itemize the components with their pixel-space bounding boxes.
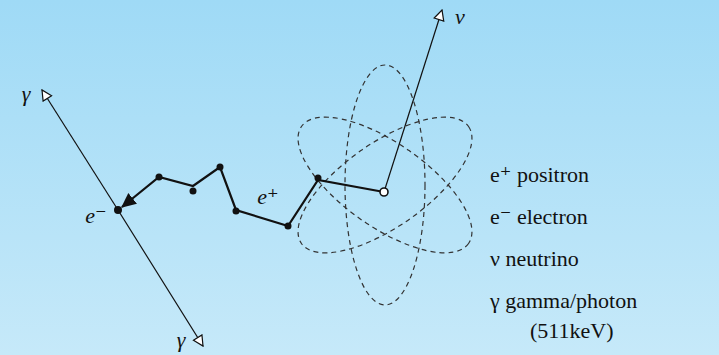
gamma-ray bbox=[118, 210, 203, 346]
gamma-ray bbox=[42, 90, 118, 210]
legend-entry: γ gamma/photon (511keV) bbox=[490, 286, 705, 346]
atom-orbits bbox=[277, 65, 492, 305]
nucleus bbox=[380, 188, 388, 196]
particle-symbol: γ bbox=[177, 329, 186, 351]
electron-dot bbox=[114, 206, 122, 214]
legend-entry: e⁺ positron bbox=[490, 160, 705, 190]
particle-symbol: e⁺ bbox=[257, 186, 278, 208]
legend-entry: ν neutrino bbox=[490, 244, 705, 274]
neutrino-arrow bbox=[384, 10, 442, 192]
positron-path bbox=[122, 167, 384, 226]
scatter-dots bbox=[156, 164, 322, 230]
particle-symbol: γ bbox=[22, 83, 31, 105]
particle-symbol: ν bbox=[455, 6, 465, 28]
particle-symbol: e⁻ bbox=[85, 205, 106, 227]
legend-entry: e⁻ electron bbox=[490, 202, 705, 232]
